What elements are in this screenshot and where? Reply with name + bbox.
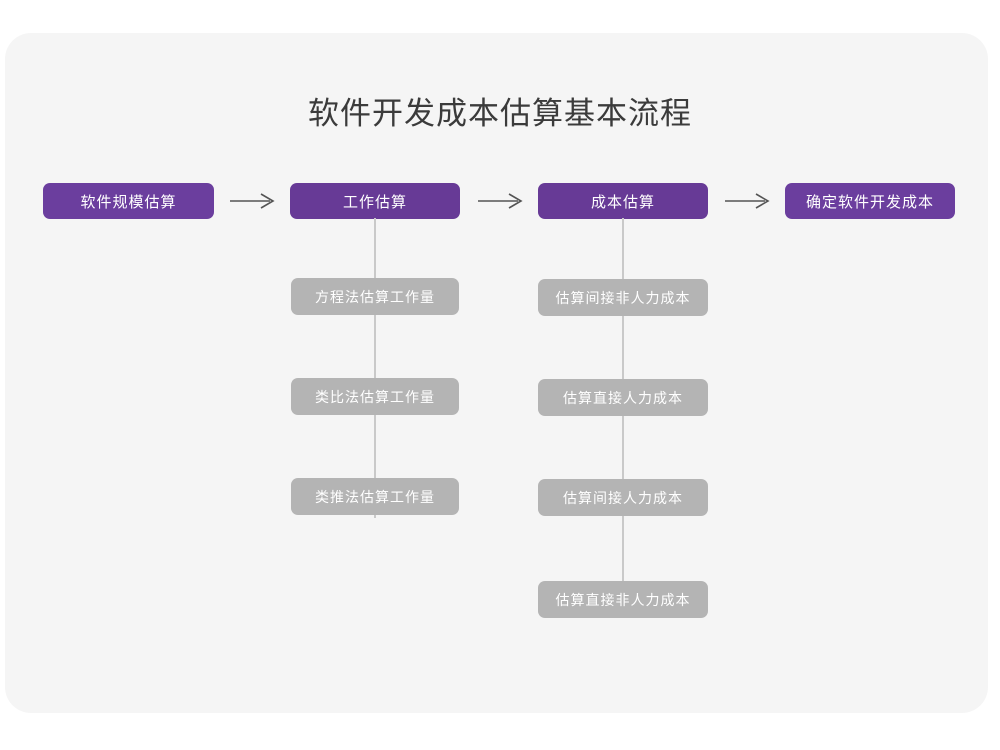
diagram-card-background [5,33,988,713]
connector-line-branch-1 [374,218,376,518]
sub-node-branch-2-1-label: 估算间接非人力成本 [555,289,691,306]
sub-node-branch-1-3[interactable]: 类推法估算工作量 [291,478,459,515]
arrow-right-icon-1 [228,190,278,212]
sub-node-branch-2-2-label: 估算直接人力成本 [563,389,683,406]
arrow-right-icon-3 [723,190,773,212]
flow-node-step-2[interactable]: 工作估算 [290,183,460,219]
flow-node-step-1-label: 软件规模估算 [80,193,177,211]
flow-node-step-3-label: 成本估算 [590,193,655,211]
sub-node-branch-1-1[interactable]: 方程法估算工作量 [291,278,459,315]
flow-node-step-3[interactable]: 成本估算 [538,183,708,219]
flow-node-step-2-label: 工作估算 [342,193,407,211]
sub-node-branch-2-1[interactable]: 估算间接非人力成本 [538,279,708,316]
arrow-right-icon-2 [476,190,526,212]
flow-node-step-1[interactable]: 软件规模估算 [43,183,214,219]
sub-node-branch-2-3[interactable]: 估算间接人力成本 [538,479,708,516]
sub-node-branch-2-4-label: 估算直接非人力成本 [555,591,691,608]
sub-node-branch-1-2[interactable]: 类比法估算工作量 [291,378,459,415]
sub-node-branch-1-2-label: 类比法估算工作量 [315,388,435,405]
sub-node-branch-1-3-label: 类推法估算工作量 [315,488,435,505]
connector-line-branch-2 [622,218,624,618]
page-title: 软件开发成本估算基本流程 [308,96,692,131]
sub-node-branch-1-1-label: 方程法估算工作量 [315,288,435,305]
flow-node-step-4[interactable]: 确定软件开发成本 [785,183,955,219]
sub-node-branch-2-2[interactable]: 估算直接人力成本 [538,379,708,416]
sub-node-branch-2-4[interactable]: 估算直接非人力成本 [538,581,708,618]
sub-node-branch-2-3-label: 估算间接人力成本 [563,489,683,506]
flow-node-step-4-label: 确定软件开发成本 [805,193,934,211]
